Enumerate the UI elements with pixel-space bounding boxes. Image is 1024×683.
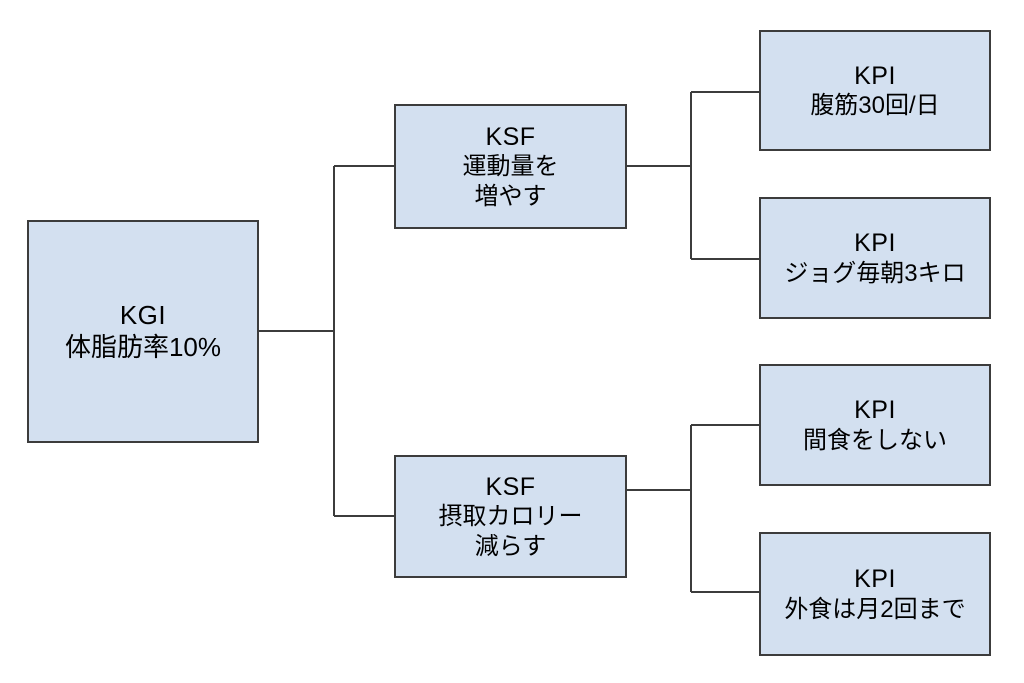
node-kpi-3-title: KPI <box>854 396 896 425</box>
node-kpi-4-title: KPI <box>854 565 896 594</box>
node-ksf-2-description: 摂取カロリー 減らす <box>439 502 583 561</box>
node-kpi-3[interactable]: KPI 間食をしない <box>759 364 991 486</box>
node-ksf-2-line-2: 減らす <box>474 532 547 560</box>
node-ksf-1-line-2: 増やす <box>474 182 547 210</box>
node-ksf-1-line-1: 運動量を <box>462 153 559 181</box>
node-kpi-3-description: 間食をしない <box>803 426 947 455</box>
node-ksf-1[interactable]: KSF 運動量を 増やす <box>394 104 627 229</box>
node-kgi[interactable]: KGI 体脂肪率10% <box>27 220 259 443</box>
node-kpi-1-title: KPI <box>854 61 896 90</box>
node-kpi-2-description: ジョグ毎朝3キロ <box>784 259 965 288</box>
node-kpi-1-line-1: 腹筋30回/日 <box>810 92 940 120</box>
node-kpi-1[interactable]: KPI 腹筋30回/日 <box>759 30 991 151</box>
node-ksf-2-line-1: 摂取カロリー <box>438 503 583 531</box>
node-kgi-line-1: 体脂肪率10% <box>64 331 222 362</box>
node-kpi-4-description: 外食は月2回まで <box>784 595 965 624</box>
node-kpi-4[interactable]: KPI 外食は月2回まで <box>759 532 991 656</box>
node-kpi-4-line-1: 外食は月2回まで <box>784 595 966 623</box>
node-kpi-2-line-1: ジョグ毎朝3キロ <box>784 259 966 287</box>
node-kpi-3-line-1: 間食をしない <box>803 426 947 454</box>
node-ksf-2[interactable]: KSF 摂取カロリー 減らす <box>394 455 627 578</box>
node-kgi-description: 体脂肪率10% <box>65 332 221 364</box>
node-ksf-1-title: KSF <box>485 122 536 151</box>
node-ksf-2-title: KSF <box>485 472 536 501</box>
node-kpi-1-description: 腹筋30回/日 <box>810 91 939 120</box>
node-ksf-1-description: 運動量を 増やす <box>463 152 559 211</box>
node-kgi-title: KGI <box>119 299 167 330</box>
node-kpi-2-title: KPI <box>854 229 896 258</box>
node-kpi-2[interactable]: KPI ジョグ毎朝3キロ <box>759 197 991 319</box>
